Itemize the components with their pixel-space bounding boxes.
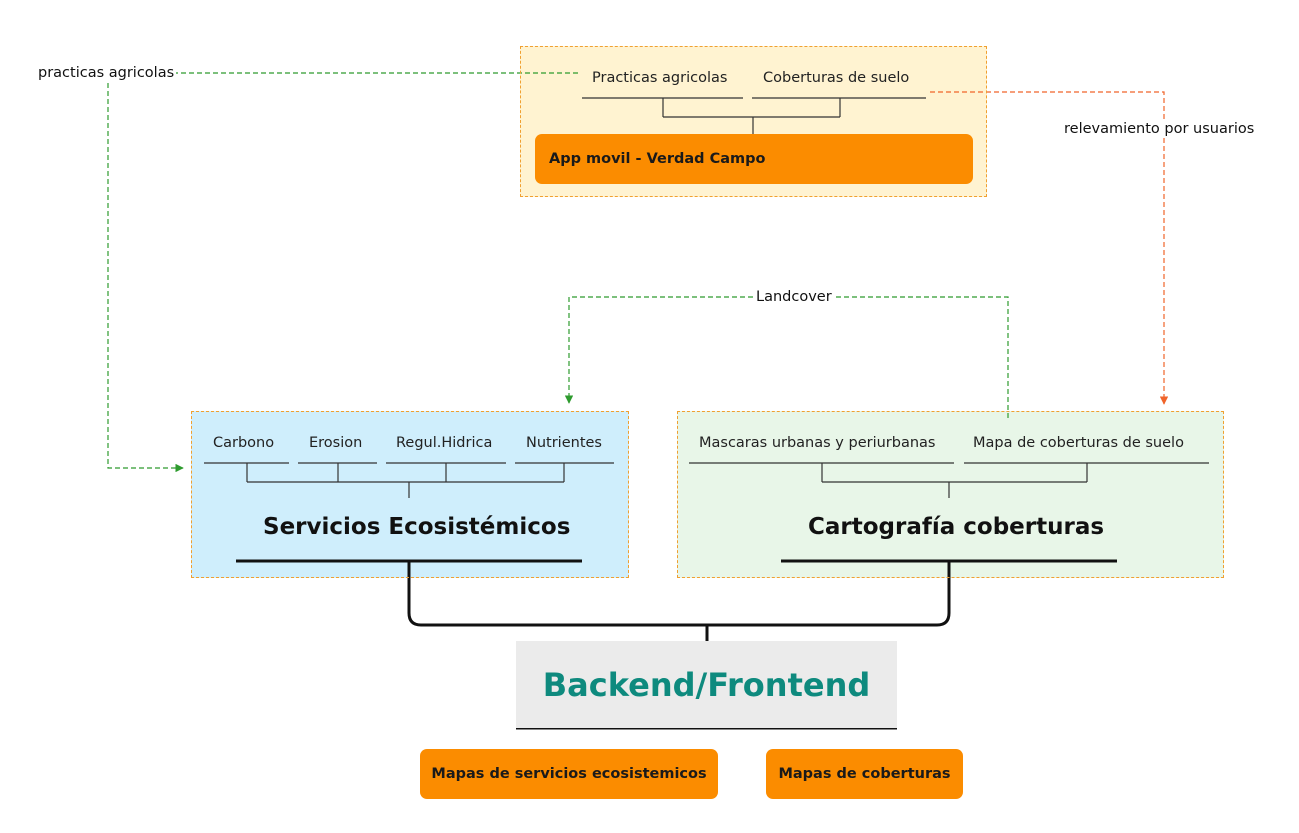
cartografia-group-bg (677, 411, 1224, 578)
relation-label-practicas[interactable]: practicas agricolas (36, 65, 177, 81)
app-subtopic-coberturas[interactable]: Coberturas de suelo (763, 70, 910, 86)
app-group-border (520, 46, 987, 197)
cartografia-group-border (677, 411, 1224, 578)
app-movil-label: App movil - Verdad Campo (549, 151, 766, 167)
practicas-relation-line (107, 72, 578, 473)
servicios-group-border (191, 411, 629, 578)
app-subtopic-practicas[interactable]: Practicas agricolas (592, 70, 728, 86)
cartografia-main-topic[interactable]: Cartografía coberturas (808, 514, 1105, 540)
servicios-tree-lines (204, 462, 614, 498)
servicios-group-bg (191, 411, 629, 578)
output-mapas-servicios-label: Mapas de servicios ecosistemicos (431, 766, 707, 782)
central-topic-label: Backend/Frontend (542, 665, 871, 704)
output-mapas-coberturas[interactable]: Mapas de coberturas (766, 749, 963, 799)
servicios-main-topic[interactable]: Servicios Ecosistémicos (263, 514, 571, 540)
relation-label-landcover[interactable]: Landcover (754, 289, 834, 305)
central-branch (407, 561, 951, 641)
landcover-relation-line (564, 296, 1009, 418)
servicios-subtopic-carbono[interactable]: Carbono (213, 435, 275, 451)
relevamiento-relation-line (930, 91, 1169, 405)
app-tree-lines (582, 97, 926, 134)
cartografia-subtopic-mascaras[interactable]: Mascaras urbanas y periurbanas (699, 435, 936, 451)
output-mapas-coberturas-label: Mapas de coberturas (778, 766, 951, 782)
central-topic[interactable]: Backend/Frontend (516, 641, 897, 728)
servicios-subtopic-nutrientes[interactable]: Nutrientes (526, 435, 602, 451)
servicios-subtopic-erosion[interactable]: Erosion (309, 435, 363, 451)
output-mapas-servicios[interactable]: Mapas de servicios ecosistemicos (420, 749, 718, 799)
cartografia-subtopic-mapa[interactable]: Mapa de coberturas de suelo (973, 435, 1184, 451)
relation-label-relevamiento[interactable]: relevamiento por usuarios (1062, 121, 1257, 137)
servicios-subtopic-regul-hidrica[interactable]: Regul.Hidrica (396, 435, 493, 451)
app-movil-node[interactable]: App movil - Verdad Campo (535, 134, 973, 184)
cartografia-tree-lines (689, 462, 1209, 498)
